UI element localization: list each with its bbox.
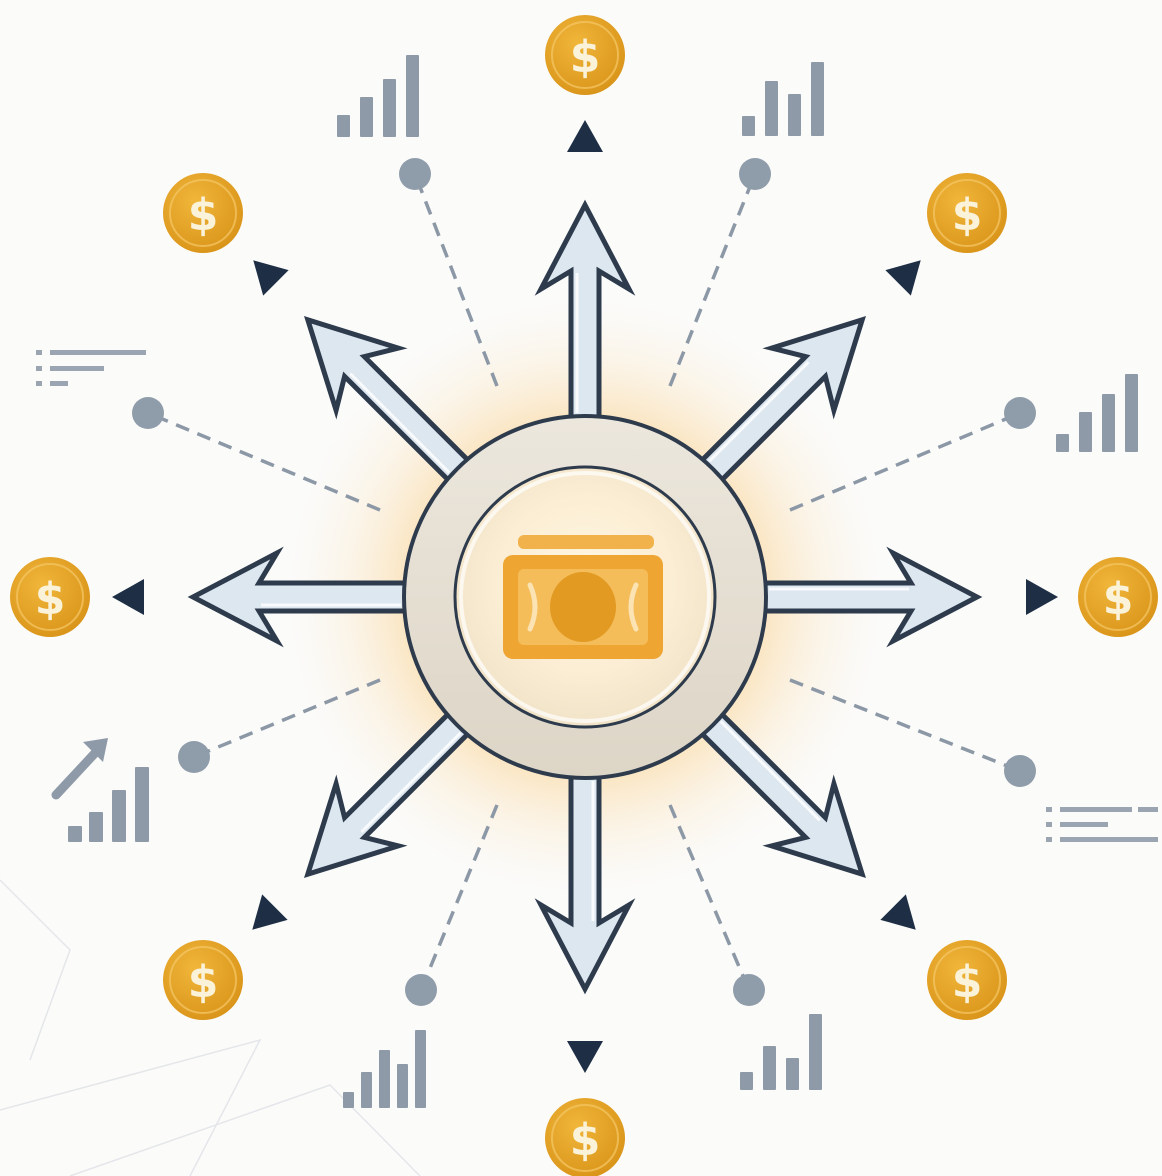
dollar-symbol: $: [952, 190, 983, 241]
dollar-coin-icon: $: [927, 940, 1007, 1020]
banknote-icon: [503, 535, 663, 659]
dollar-symbol: $: [570, 1115, 601, 1166]
background-lines: [0, 879, 421, 1176]
triangle-pointer-icon: [880, 894, 916, 930]
bar-chart-icon: [740, 1014, 822, 1090]
connector-dot: [178, 741, 210, 773]
triangle-pointer-icon: [252, 894, 288, 930]
connector-dot: [405, 974, 437, 1006]
connector-line: [789, 678, 1036, 787]
dollar-symbol: $: [952, 957, 983, 1008]
bar-chart-icons: [337, 55, 1138, 1108]
double-arrow-icon: [760, 546, 983, 648]
triangle-pointer-icon: [567, 1041, 603, 1073]
connector-lines: [132, 158, 1036, 1006]
dollar-coin-icon: $: [545, 1098, 625, 1176]
dollar-coin-icon: $: [927, 173, 1007, 253]
arrows-group: [187, 199, 983, 995]
text-lines-icon: [36, 350, 146, 386]
triangle-pointers: [112, 120, 1058, 1073]
dollar-coin-icon: $: [545, 15, 625, 95]
bar-chart-icon: [337, 55, 419, 137]
dollar-coin-icon: $: [10, 557, 90, 637]
dollar-coin-icon: $: [1078, 557, 1158, 637]
connector-line: [668, 804, 765, 1006]
connector-line: [405, 804, 499, 1006]
connector-dot: [1004, 397, 1036, 429]
double-arrow-icon: [534, 772, 636, 995]
text-lines-icon: [1046, 807, 1158, 842]
double-arrow-icon: [697, 316, 866, 485]
triangle-pointer-icon: [253, 260, 289, 296]
growth-chart-icon: [51, 738, 149, 842]
double-arrow-icon: [304, 316, 473, 485]
triangle-pointer-icon: [1026, 579, 1058, 615]
bar-chart-icon: [742, 62, 824, 136]
dollar-coins: $ $ $ $ $ $ $ $: [10, 15, 1158, 1176]
dollar-symbol: $: [188, 190, 219, 241]
double-arrow-icon: [304, 709, 473, 878]
connector-line: [789, 397, 1036, 512]
connector-dot: [1004, 755, 1036, 787]
connector-line: [132, 397, 381, 512]
dollar-coin-icon: $: [163, 940, 243, 1020]
connector-dot: [733, 974, 765, 1006]
connector-line: [178, 678, 381, 773]
dollar-coin-icon: $: [163, 173, 243, 253]
triangle-pointer-icon: [112, 579, 144, 615]
connector-dot: [399, 158, 431, 190]
dollar-symbol: $: [188, 957, 219, 1008]
dollar-symbol: $: [570, 32, 601, 83]
bar-chart-icon: [343, 1030, 426, 1108]
double-arrow-icon: [697, 709, 866, 878]
connector-line: [399, 158, 499, 387]
dollar-symbol: $: [35, 574, 66, 625]
connector-dot: [132, 397, 164, 429]
connector-dot: [739, 158, 771, 190]
connector-line: [668, 158, 771, 387]
double-arrow-icon: [187, 546, 410, 648]
dollar-symbol: $: [1103, 574, 1134, 625]
triangle-pointer-icon: [885, 260, 921, 296]
double-arrow-icon: [534, 199, 636, 422]
center-hub: [402, 414, 768, 780]
triangle-pointer-icon: [567, 120, 603, 152]
bar-chart-icon: [1056, 374, 1138, 452]
